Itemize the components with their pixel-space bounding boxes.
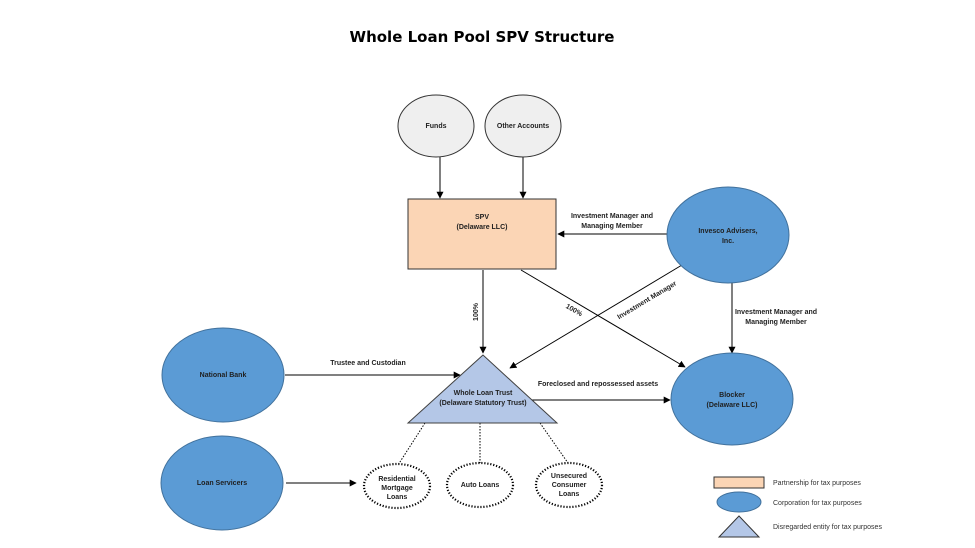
edge-invesco-to-trust	[509, 264, 683, 369]
edge-trust-to-residential	[397, 422, 426, 466]
legend-label-corporation: Corporation for tax purposes	[773, 500, 862, 507]
node-spv: SPV (Delaware LLC)	[407, 198, 557, 270]
national-bank-label: National Bank	[200, 372, 247, 379]
auto-loans-label: Auto Loans	[461, 482, 500, 489]
unsecured-consumer-loans-ellipse	[534, 461, 604, 509]
legend-label-partnership: Partnership for tax purposes	[773, 480, 861, 487]
legend-item-corporation: Corporation for tax purposes	[716, 491, 862, 513]
edge-label-invesco-blocker-line1: Investment Manager and	[735, 309, 817, 316]
unsecured-label-line2: Consumer	[552, 482, 587, 489]
edge-label-bank-trust: Trustee and Custodian	[330, 360, 405, 367]
blocker-label-line1: Blocker	[719, 392, 745, 399]
legend-rectangle-swatch	[713, 476, 765, 489]
unsecured-label-line3: Loans	[559, 491, 580, 498]
edge-spv-to-blocker	[520, 269, 686, 368]
diagram-title: Whole Loan Pool SPV Structure	[350, 28, 615, 46]
invesco-ellipse	[666, 186, 790, 284]
node-other-accounts: Other Accounts	[484, 94, 562, 158]
legend-label-disregarded: Disregarded entity for tax purposes	[773, 524, 882, 531]
funds-ellipse	[397, 94, 475, 158]
whole-loan-trust-triangle	[406, 354, 559, 424]
blocker-ellipse	[670, 352, 794, 446]
node-blocker: Blocker (Delaware LLC)	[670, 352, 794, 446]
residential-label-line2: Mortgage	[381, 485, 413, 492]
spv-label-line2: (Delaware LLC)	[457, 224, 508, 231]
residential-label-line1: Residential	[378, 476, 415, 483]
edge-label-spv-trust: 100%	[473, 302, 480, 321]
loan-servicers-label: Loan Servicers	[197, 480, 247, 487]
spv-rectangle	[407, 198, 557, 270]
unsecured-label-line1: Unsecured	[551, 473, 587, 480]
other-accounts-label: Other Accounts	[497, 123, 549, 130]
edge-label-invesco-spv-line2: Managing Member	[581, 223, 643, 230]
blocker-label-line2: (Delaware LLC)	[707, 402, 758, 409]
residential-mortgage-loans-ellipse	[362, 462, 432, 510]
edge-label-invesco-spv-line1: Investment Manager and	[571, 213, 653, 220]
whole-loan-trust-label-line1: Whole Loan Trust	[454, 390, 513, 397]
loan-servicers-ellipse	[160, 435, 284, 531]
node-residential-mortgage-loans: Residential Mortgage Loans	[362, 462, 432, 510]
legend-item-partnership: Partnership for tax purposes	[713, 476, 861, 489]
node-national-bank: National Bank	[161, 327, 285, 423]
residential-label-line3: Loans	[387, 494, 408, 501]
invesco-label-line2: Inc.	[722, 238, 734, 245]
edge-trust-to-unsecured	[539, 422, 569, 464]
auto-loans-ellipse	[445, 461, 515, 509]
node-loan-servicers: Loan Servicers	[160, 435, 284, 531]
whole-loan-trust-label-line2: (Delaware Statutory Trust)	[439, 400, 526, 407]
node-funds: Funds	[397, 94, 475, 158]
spv-label-line1: SPV	[475, 214, 489, 221]
legend: Partnership for tax purposes Corporation…	[713, 476, 882, 538]
node-unsecured-consumer-loans: Unsecured Consumer Loans	[534, 461, 604, 509]
invesco-label-line1: Invesco Advisers,	[698, 228, 757, 235]
edge-label-invesco-blocker-line2: Managing Member	[745, 319, 807, 326]
legend-ellipse-swatch	[716, 491, 762, 513]
legend-item-disregarded: Disregarded entity for tax purposes	[717, 515, 882, 538]
funds-label: Funds	[426, 123, 447, 130]
node-invesco: Invesco Advisers, Inc.	[666, 186, 790, 284]
national-bank-ellipse	[161, 327, 285, 423]
other-accounts-ellipse	[484, 94, 562, 158]
legend-triangle-swatch	[717, 515, 761, 538]
node-whole-loan-trust: Whole Loan Trust (Delaware Statutory Tru…	[406, 354, 559, 424]
edge-label-trust-blocker: Foreclosed and repossessed assets	[538, 381, 658, 388]
node-auto-loans: Auto Loans	[445, 461, 515, 509]
